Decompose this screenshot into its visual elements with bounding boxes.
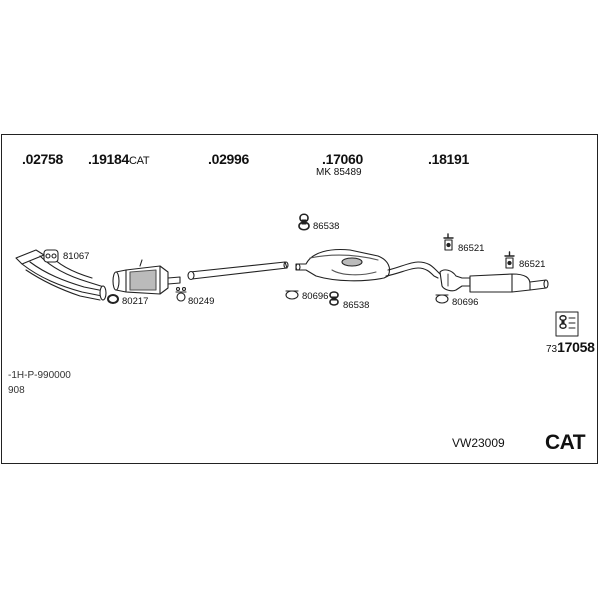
mounting-kit-label: MK 85489 xyxy=(316,167,362,178)
part-number-rear-silencer: .18191 xyxy=(428,151,470,167)
gasket-81067-drawing xyxy=(44,250,58,262)
rear-silencer-drawing xyxy=(440,270,548,292)
part-number-intermediate-pipe: .02996 xyxy=(208,151,250,167)
set-code: VW23009 xyxy=(452,436,505,450)
clamp-80249-drawing xyxy=(176,288,186,302)
part-label-mount-86538-top: 86538 xyxy=(313,221,340,232)
mount-86538-bottom-drawing xyxy=(330,292,338,305)
part-number-catalytic-converter: .19184CAT xyxy=(88,151,150,167)
hanger-86521-right-drawing xyxy=(505,252,514,268)
diagram-frame xyxy=(1,134,598,464)
clamp-80696-rear-drawing xyxy=(436,295,448,303)
part-label-clamp-80696-middle: 80696 xyxy=(302,291,329,302)
part-label-hanger-86521-right: 86521 xyxy=(519,259,546,270)
part-number-front-pipe: .02758 xyxy=(22,151,64,167)
clamp-80696-middle-drawing xyxy=(286,291,298,299)
part-label-mount-86538-bottom: 86538 xyxy=(343,300,370,311)
cat-label: CAT xyxy=(545,431,586,454)
part-label-clamp-80696-rear: 80696 xyxy=(452,297,479,308)
part-number-middle-silencer: .17060 xyxy=(322,151,364,167)
front-pipe-drawing xyxy=(16,250,106,300)
hanger-86521-left-drawing xyxy=(444,234,453,250)
part-label-clamp-80249: 80249 xyxy=(188,296,215,307)
part-label-hanger-86521-left: 86521 xyxy=(458,243,485,254)
pack-number: 7317058 xyxy=(546,339,595,355)
catalytic-converter-drawing xyxy=(113,260,180,294)
intermediate-pipe-drawing xyxy=(188,262,288,280)
mount-86538-top-drawing xyxy=(299,214,309,230)
middle-silencer-drawing xyxy=(296,250,440,281)
part-label-ring-80217: 80217 xyxy=(122,296,149,307)
ring-80217-drawing xyxy=(108,295,118,303)
vehicle-code-line: -1H-P-990000 xyxy=(8,370,71,381)
mounting-kit-icon xyxy=(556,312,578,336)
part-label-gasket-front: 81067 xyxy=(63,251,90,262)
vehicle-code-line-2: 908 xyxy=(8,385,25,396)
